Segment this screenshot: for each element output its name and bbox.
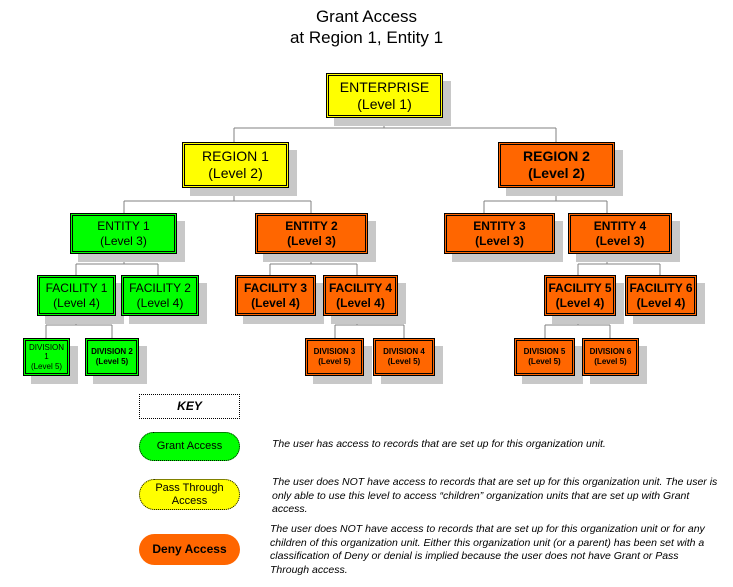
entity1-level: (Level 3) [100, 233, 147, 248]
connector-facility4-divisions [334, 316, 405, 338]
entity1-name: ENTITY 1 [97, 219, 150, 234]
division4-node: DIVISION 4 (Level 5) [373, 338, 435, 376]
entity4-name: ENTITY 4 [593, 219, 647, 234]
entity2-name: ENTITY 2 [285, 219, 338, 234]
enterprise-level: (Level 1) [357, 95, 412, 112]
entity3-node: ENTITY 3 (Level 3) [444, 213, 555, 254]
division4-level: (Level 5) [387, 357, 421, 366]
facility3-name: FACILITY 3 [243, 281, 308, 296]
division6-level: (Level 5) [594, 357, 627, 366]
facility5-name: FACILITY 5 [548, 281, 612, 296]
connector-facility5-divisions [544, 316, 611, 338]
facility3-node: FACILITY 3 (Level 4) [235, 275, 316, 316]
connector-entity1-facilities [75, 254, 159, 275]
division5-level: (Level 5) [528, 357, 561, 366]
facility2-level: (Level 4) [136, 295, 184, 310]
division2-name: DIVISION 2 [91, 347, 133, 357]
division5-node: DIVISION 5 (Level 5) [514, 338, 575, 376]
connector-entity4-facilities [577, 254, 661, 275]
title-line-1: Grant Access [315, 7, 418, 26]
entity3-name: ENTITY 3 [473, 219, 526, 234]
region1-name: REGION 1 [202, 148, 269, 165]
region2-name: REGION 2 [523, 148, 590, 165]
facility6-node: FACILITY 6 (Level 4) [625, 275, 697, 316]
facility6-level: (Level 4) [636, 295, 686, 310]
connector-region1-entities [123, 188, 312, 213]
entity2-level: (Level 3) [287, 233, 336, 248]
entity3-level: (Level 3) [475, 233, 524, 248]
region2-level: (Level 2) [528, 165, 585, 181]
entity4-node: ENTITY 4 (Level 3) [568, 213, 672, 254]
connector-enterprise-regions [233, 118, 557, 142]
pass-through-swatch: Pass Through Access [139, 479, 240, 510]
division2-level: (Level 5) [95, 357, 129, 366]
division1-node: DIVISION 1 (Level 5) [23, 338, 70, 376]
region1-level: (Level 2) [208, 165, 263, 181]
pass-through-description: The user does NOT have access to records… [272, 476, 718, 515]
enterprise-node: ENTERPRISE (Level 1) [326, 73, 443, 118]
facility6-name: FACILITY 6 [629, 281, 693, 296]
division1-name: DIVISION 1 [28, 342, 65, 362]
enterprise-name: ENTERPRISE [339, 78, 430, 95]
facility3-level: (Level 4) [251, 295, 300, 310]
division5-name: DIVISION 5 [523, 347, 566, 357]
facility1-name: FACILITY 1 [45, 281, 108, 296]
deny-access-swatch: Deny Access [139, 534, 240, 565]
region1-node: REGION 1 (Level 2) [182, 142, 289, 188]
facility5-node: FACILITY 5 (Level 4) [544, 275, 616, 316]
grant-access-swatch: Grant Access [139, 432, 240, 461]
facility4-node: FACILITY 4 (Level 4) [323, 275, 398, 316]
facility1-level: (Level 4) [53, 295, 100, 310]
division3-name: DIVISION 3 [313, 347, 356, 357]
division6-node: DIVISION 6 (Level 5) [582, 338, 639, 376]
division4-name: DIVISION 4 [383, 347, 425, 357]
division2-node: DIVISION 2 (Level 5) [85, 338, 139, 376]
title-line-2: at Region 1, Entity 1 [289, 28, 444, 47]
division3-node: DIVISION 3 (Level 5) [305, 338, 364, 376]
entity4-level: (Level 3) [595, 233, 645, 248]
facility2-name: FACILITY 2 [129, 281, 191, 296]
division6-name: DIVISION 6 [589, 347, 632, 357]
division1-level: (Level 5) [30, 361, 63, 371]
key-heading: KEY [139, 394, 240, 419]
deny-access-description: The user does NOT have access to records… [270, 523, 705, 576]
facility5-level: (Level 4) [555, 295, 605, 310]
entity2-node: ENTITY 2 (Level 3) [255, 213, 368, 254]
region2-node: REGION 2 (Level 2) [498, 142, 615, 188]
division3-level: (Level 5) [318, 357, 351, 366]
entity1-node: ENTITY 1 (Level 3) [70, 213, 177, 254]
facility4-level: (Level 4) [336, 295, 385, 310]
grant-access-description: The user has access to records that are … [272, 438, 606, 450]
connector-facility1-divisions [45, 316, 113, 338]
facility4-name: FACILITY 4 [328, 281, 393, 296]
facility2-node: FACILITY 2 (Level 4) [121, 275, 199, 316]
connector-region2-entities [483, 188, 608, 213]
facility1-node: FACILITY 1 (Level 4) [37, 275, 116, 316]
connector-entity2-facilities [269, 254, 358, 275]
